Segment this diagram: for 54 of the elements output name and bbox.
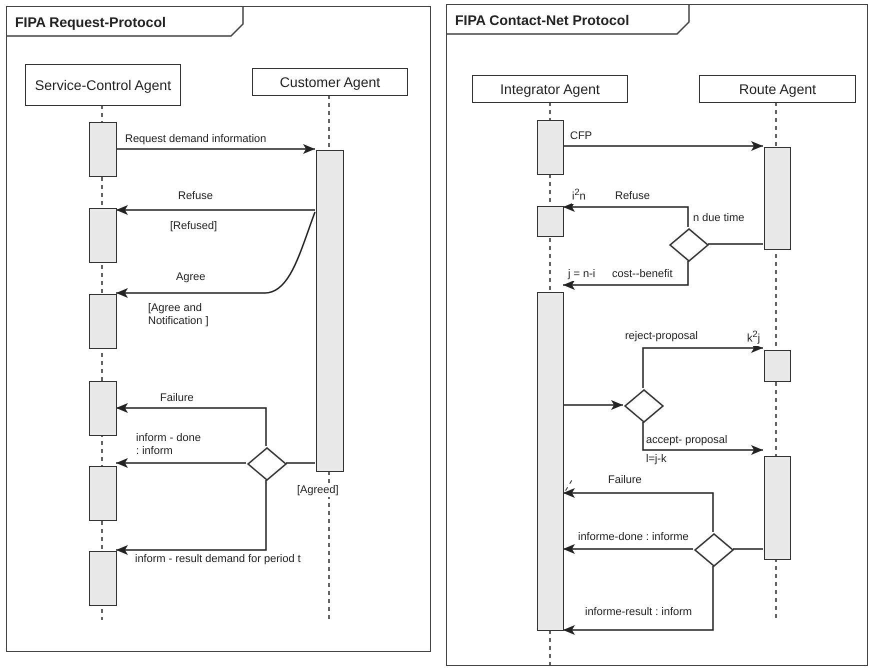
arrow (116, 144, 315, 154)
activation-bar (89, 122, 117, 177)
arrow (563, 488, 714, 532)
activation-bar (537, 292, 564, 631)
activation-bar (89, 294, 117, 349)
frame (446, 4, 868, 666)
arrow (642, 422, 763, 455)
arrow (563, 566, 714, 635)
annotation: [Agreed] (297, 484, 339, 497)
arrow (116, 480, 267, 555)
arrow (563, 141, 763, 151)
lifeline-head: Customer Agent (252, 68, 408, 96)
annotation: k$^{2}$j (747, 328, 760, 346)
activation-bar (537, 120, 564, 175)
arrow (563, 544, 693, 554)
connector-line (708, 243, 763, 245)
activation-bar (89, 208, 117, 263)
activation-bar (316, 150, 344, 472)
activation-bar (89, 466, 117, 521)
arrow (563, 400, 623, 410)
arrow (642, 343, 763, 388)
arrow (563, 261, 689, 290)
connector-line (286, 462, 315, 464)
lifeline-head: Integrator Agent (472, 75, 628, 103)
annotation: [Refused] (170, 220, 218, 233)
activation-bar (764, 350, 791, 382)
lifeline-head: Route Agent (699, 75, 856, 103)
activation-bar (89, 381, 117, 436)
activation-bar (764, 147, 791, 250)
edge-label: Request demand information (125, 133, 266, 146)
arrow (116, 403, 267, 446)
lifeline-head: Service-Control Agent (25, 64, 181, 106)
annotation: j = n-i (568, 268, 596, 281)
edge-label: accept- proposal (646, 434, 728, 447)
decision-diamond (694, 533, 734, 567)
arrow (116, 212, 316, 298)
decision-diamond (669, 228, 709, 262)
activation-bar (537, 206, 564, 237)
edge-label: Agree (176, 271, 206, 284)
activation-bar (764, 456, 791, 560)
decision-diamond (624, 389, 664, 423)
activation-bar (89, 551, 117, 606)
decision-diamond (247, 447, 287, 481)
annotation: l=j-k (646, 453, 666, 466)
arrow (116, 205, 315, 215)
frame-title: FIPA Contact-Net Protocol (455, 12, 630, 28)
frame (6, 6, 431, 652)
edge-label: reject-proposal (625, 330, 698, 343)
edge-label: inform - result demand for period t (135, 553, 301, 566)
annotation: i$^{2}$n (572, 186, 586, 204)
connector-line (733, 548, 763, 550)
arrow (116, 458, 246, 468)
frame-title: FIPA Request-Protocol (15, 14, 166, 30)
arrow (563, 202, 689, 227)
